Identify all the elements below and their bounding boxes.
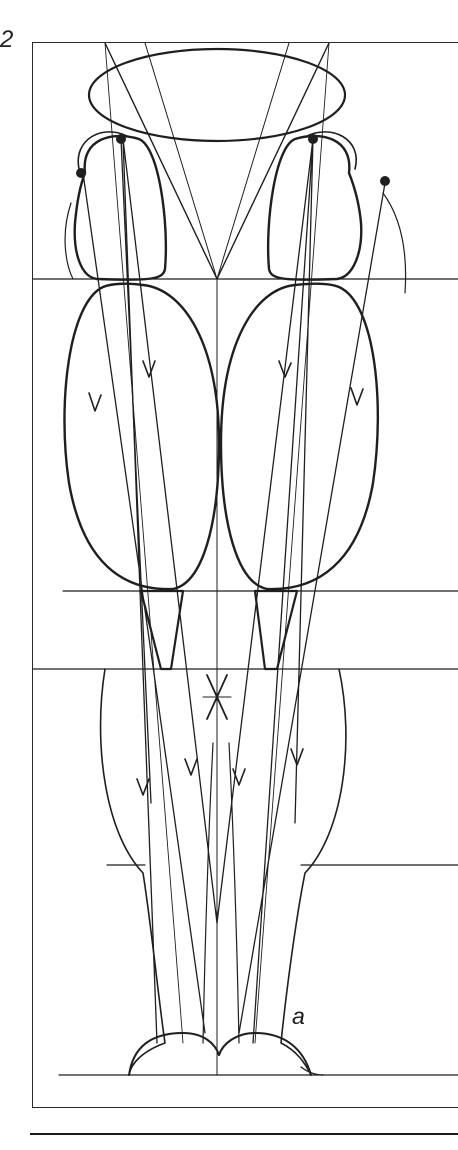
left-thigh-ellipse [64, 284, 219, 589]
guide-lines [33, 279, 458, 1075]
left-inner-shin [203, 743, 213, 1043]
arrowheads [89, 361, 363, 795]
knee-wedges [141, 591, 297, 719]
feet [129, 1033, 323, 1075]
figure-number: 2 [0, 28, 13, 52]
thigh-shapes [64, 284, 377, 589]
figure-panel [32, 42, 458, 1108]
right-thigh-ellipse [221, 284, 378, 589]
leg-muscle-diagram [33, 43, 458, 1108]
force-lines [83, 43, 385, 1043]
right-knee-wedge [255, 591, 297, 669]
bottom-rule [30, 1133, 458, 1135]
right-hip-shapes [268, 132, 405, 293]
left-hip-shapes [65, 132, 166, 280]
panel-label: a [292, 1005, 305, 1028]
